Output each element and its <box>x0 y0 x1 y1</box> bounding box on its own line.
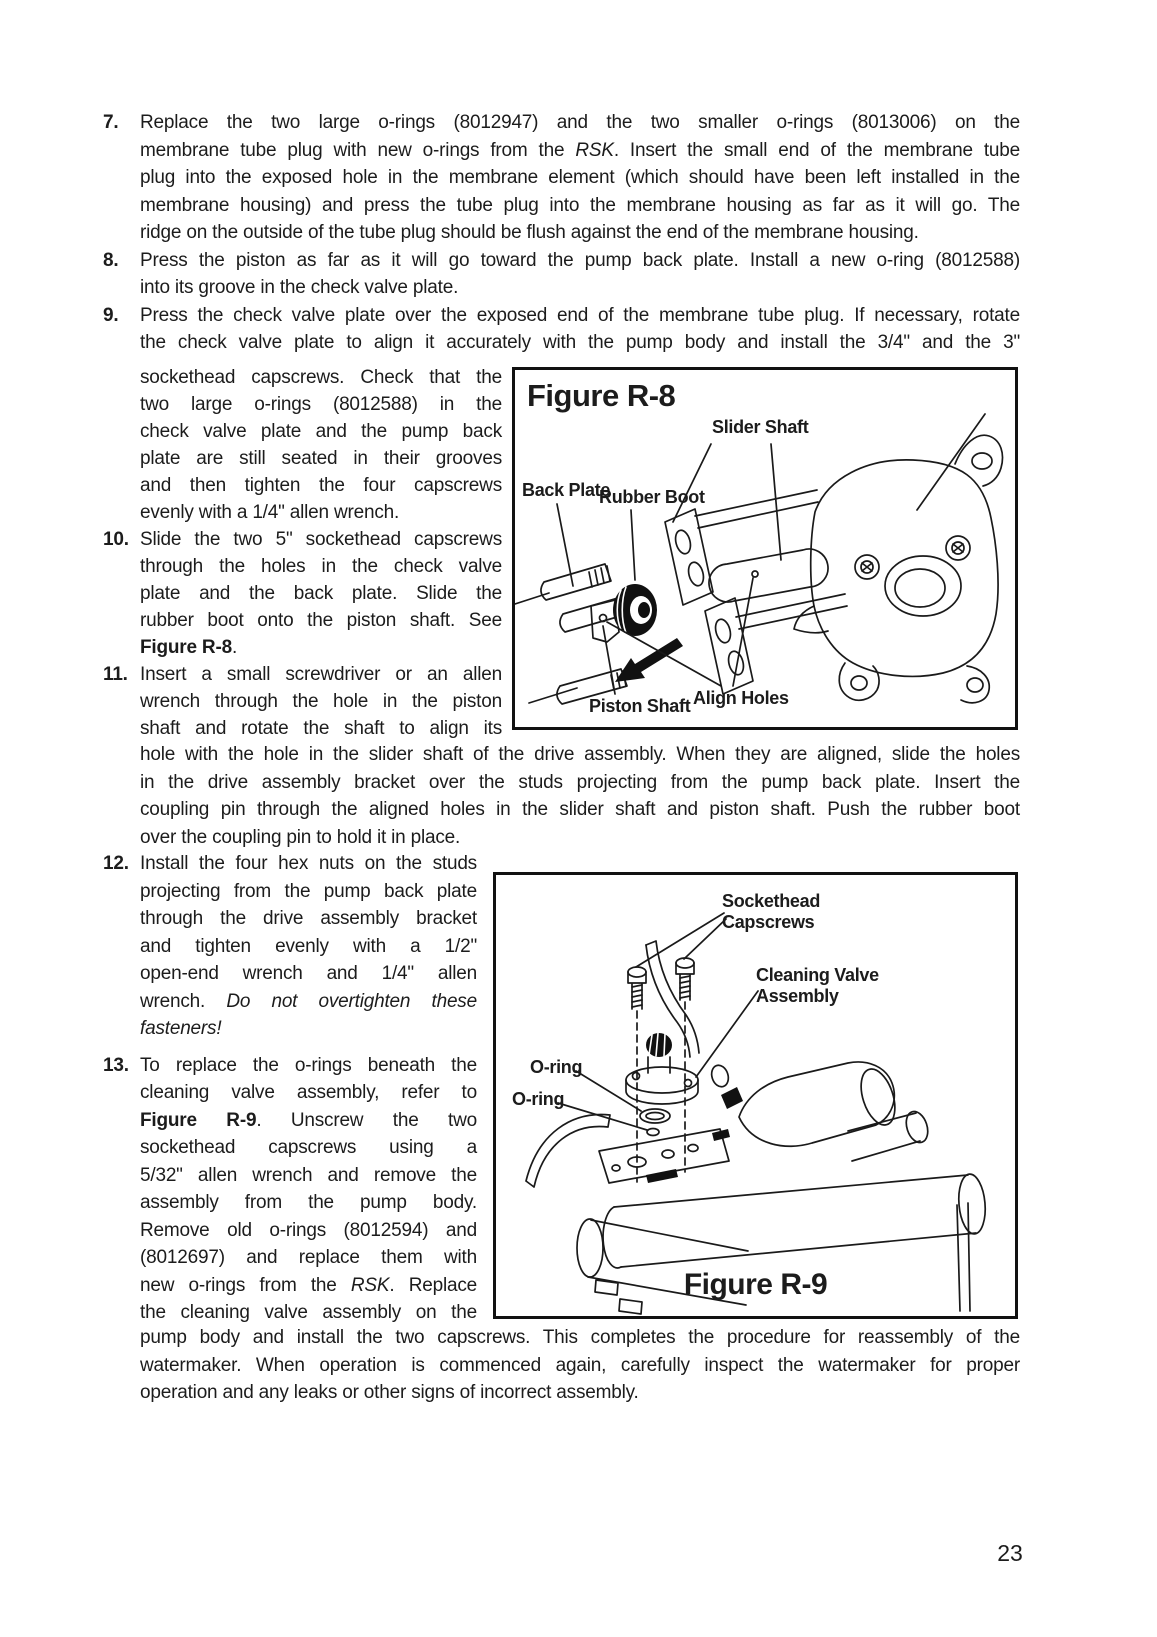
item-number: 10. <box>103 529 129 550</box>
text-line: Press the piston as far as it will go to… <box>140 249 1020 271</box>
figure-r8-drawing <box>515 413 1004 705</box>
instruction-item: 12. Install the four hex nuts on the stud… <box>103 850 477 1043</box>
figure-r9-label-o-ring-top: O-ring <box>530 1057 583 1077</box>
figure-r9-caption: Figure R-9 <box>683 1268 828 1301</box>
text-line: membrane tube plug with new o-rings from… <box>140 139 1020 161</box>
item-number: 13. <box>103 1054 129 1076</box>
text-line: Figure R-9. Unscrew the two <box>140 1109 477 1131</box>
item-text: Press the piston as far as it will go to… <box>140 247 1020 302</box>
figure-r8-label-back-plate: Back Plate <box>522 480 611 500</box>
figure-r8-label-slider-shaft: Slider Shaft <box>712 417 809 437</box>
instruction-item: 13. To replace the o-rings beneath the cle… <box>103 1052 477 1327</box>
text-line: wrench through the hole in the piston <box>140 691 502 712</box>
instruction-block-column-2: 12. Install the four hex nuts on the stud… <box>103 850 477 1327</box>
text-line: Slide the two 5" sockethead capscrews <box>140 529 502 550</box>
text-line: over the coupling pin to hold it in plac… <box>140 826 461 848</box>
figure-r9-label-cleaning-valve-assembly: Cleaning Valve Assembly <box>756 965 879 1006</box>
text-line: plate and the back plate. Slide the <box>140 583 502 604</box>
text-line: To replace the o-rings beneath the <box>140 1054 477 1076</box>
figure-r8-label-piston-shaft: Piston Shaft <box>589 696 691 716</box>
text-line: evenly with a 1/4" allen wrench. <box>140 502 400 523</box>
instruction-item: 9. Press the check valve plate over the e… <box>103 302 1020 357</box>
instruction-item: 10. Slide the two 5" sockethead capscrews… <box>103 526 502 661</box>
text-line: ridge on the outside of the tube plug sh… <box>140 222 919 243</box>
text-line: Replace the two large o-rings (8012947) … <box>140 112 1020 133</box>
figure-r8-label-align-holes: Align Holes <box>693 688 789 708</box>
text-line: coupling pin through the aligned holes i… <box>140 799 1020 820</box>
text-line: pump body and install the two capscrews.… <box>140 1327 1020 1348</box>
text-line: cleaning valve assembly, refer to <box>140 1082 477 1103</box>
text-line: operation and any leaks or other signs o… <box>140 1382 639 1403</box>
figure-r8-label-rubber-boot: Rubber Boot <box>599 487 705 507</box>
text-line: new o-rings from the RSK. Replace <box>140 1274 478 1296</box>
text-line: Install the four hex nuts on the studs <box>140 853 477 874</box>
item-number: 7. <box>103 112 119 133</box>
figure-r9: Sockethead Capscrews Cleaning Valve Asse… <box>493 872 1018 1319</box>
item-text: hole with the hole in the slider shaft o… <box>140 741 1020 851</box>
instruction-item: 8. Press the piston as far as it will go … <box>103 247 1020 302</box>
item-text: Slide the two 5" sockethead capscrews thr… <box>140 526 502 661</box>
text-line: watermaker. When operation is commenced … <box>140 1354 1020 1376</box>
text-line: projecting from the pump back plate <box>140 880 477 902</box>
text-line: assembly from the pump body. <box>140 1192 477 1213</box>
instruction-block-middle: hole with the hole in the slider shaft o… <box>103 741 1020 851</box>
item-text: sockethead capscrews. Check that the two … <box>140 364 502 526</box>
item-text: Insert a small screwdriver or an allen wr… <box>140 661 502 742</box>
text-line: the check valve plate to align it accura… <box>140 332 1020 353</box>
figure-r8-title: Figure R-8 <box>527 378 676 413</box>
text-line: Remove old o-rings (8012594) and <box>140 1219 477 1241</box>
text-line: sockethead capscrews. Check that the <box>140 367 502 388</box>
text-line: Press the check valve plate over the exp… <box>140 304 1020 326</box>
instruction-item: pump body and install the two capscrews.… <box>103 1324 1020 1407</box>
figure-r9-drawing <box>525 912 987 1315</box>
text-line: the cleaning valve assembly on the <box>140 1302 477 1323</box>
text-line: shaft and rotate the shaft to align its <box>140 718 502 739</box>
text-line: in the drive assembly bracket over the s… <box>140 771 1020 793</box>
text-line: wrench. Do not overtighten these <box>140 990 477 1012</box>
text-line: check valve plate and the pump back <box>140 421 502 442</box>
item-text: Replace the two large o-rings (8012947) … <box>140 109 1020 247</box>
text-line: 5/32" allen wrench and remove the <box>140 1164 477 1186</box>
instruction-block-bottom: pump body and install the two capscrews.… <box>103 1324 1020 1407</box>
text-line: (8012697) and replace them with <box>140 1247 477 1268</box>
text-line: open-end wrench and 1/4" allen <box>140 963 477 984</box>
figure-r9-label-sockethead-capscrews: Sockethead Capscrews <box>722 891 821 932</box>
text-line: Insert a small screwdriver or an allen <box>140 664 502 685</box>
instruction-item: hole with the hole in the slider shaft o… <box>103 741 1020 851</box>
text-line: fasteners! <box>140 1018 222 1039</box>
item-number: 11. <box>103 664 128 685</box>
instruction-item: 7. Replace the two large o-rings (8012947… <box>103 109 1020 247</box>
item-number: 12. <box>103 853 129 874</box>
figure-r8: Figure R-8 Slider Shaft Back Plate Rubbe… <box>512 367 1018 730</box>
text-line: plate are still seated in their grooves <box>140 448 502 469</box>
text-line: plug into the exposed hole in the membra… <box>140 167 1020 188</box>
text-line: rubber boot onto the piston shaft. See <box>140 610 502 631</box>
item-text: To replace the o-rings beneath the cleani… <box>140 1052 477 1327</box>
instruction-item: 11. Insert a small screwdriver or an alle… <box>103 661 502 742</box>
item-number: 9. <box>103 304 119 326</box>
item-text: Press the check valve plate over the exp… <box>140 302 1020 357</box>
text-line: through the drive assembly bracket <box>140 908 477 929</box>
text-line: two large o-rings (8012588) in the <box>140 394 502 415</box>
instruction-block-top: 7. Replace the two large o-rings (8012947… <box>103 109 1020 357</box>
item-text: pump body and install the two capscrews.… <box>140 1324 1020 1407</box>
text-line: through the holes in the check valve <box>140 556 502 577</box>
text-line: hole with the hole in the slider shaft o… <box>140 744 1020 765</box>
text-line: and tighten evenly with a 1/2" <box>140 935 477 957</box>
page-number: 23 <box>997 1540 1023 1566</box>
instruction-block-column-1: sockethead capscrews. Check that the two … <box>103 364 502 742</box>
text-line: membrane housing) and press the tube plu… <box>140 194 1020 216</box>
text-line: and then tighten the four capscrews <box>140 475 502 496</box>
text-line: Figure R-8. <box>140 637 238 658</box>
text-line: into its groove in the check valve plate… <box>140 277 459 298</box>
instruction-item: sockethead capscrews. Check that the two … <box>103 364 502 526</box>
item-number: 8. <box>103 249 119 271</box>
text-line: sockethead capscrews using a <box>140 1137 477 1158</box>
item-text: Install the four hex nuts on the studs pr… <box>140 850 477 1043</box>
figure-r9-label-o-ring-bottom: O-ring <box>512 1089 565 1109</box>
